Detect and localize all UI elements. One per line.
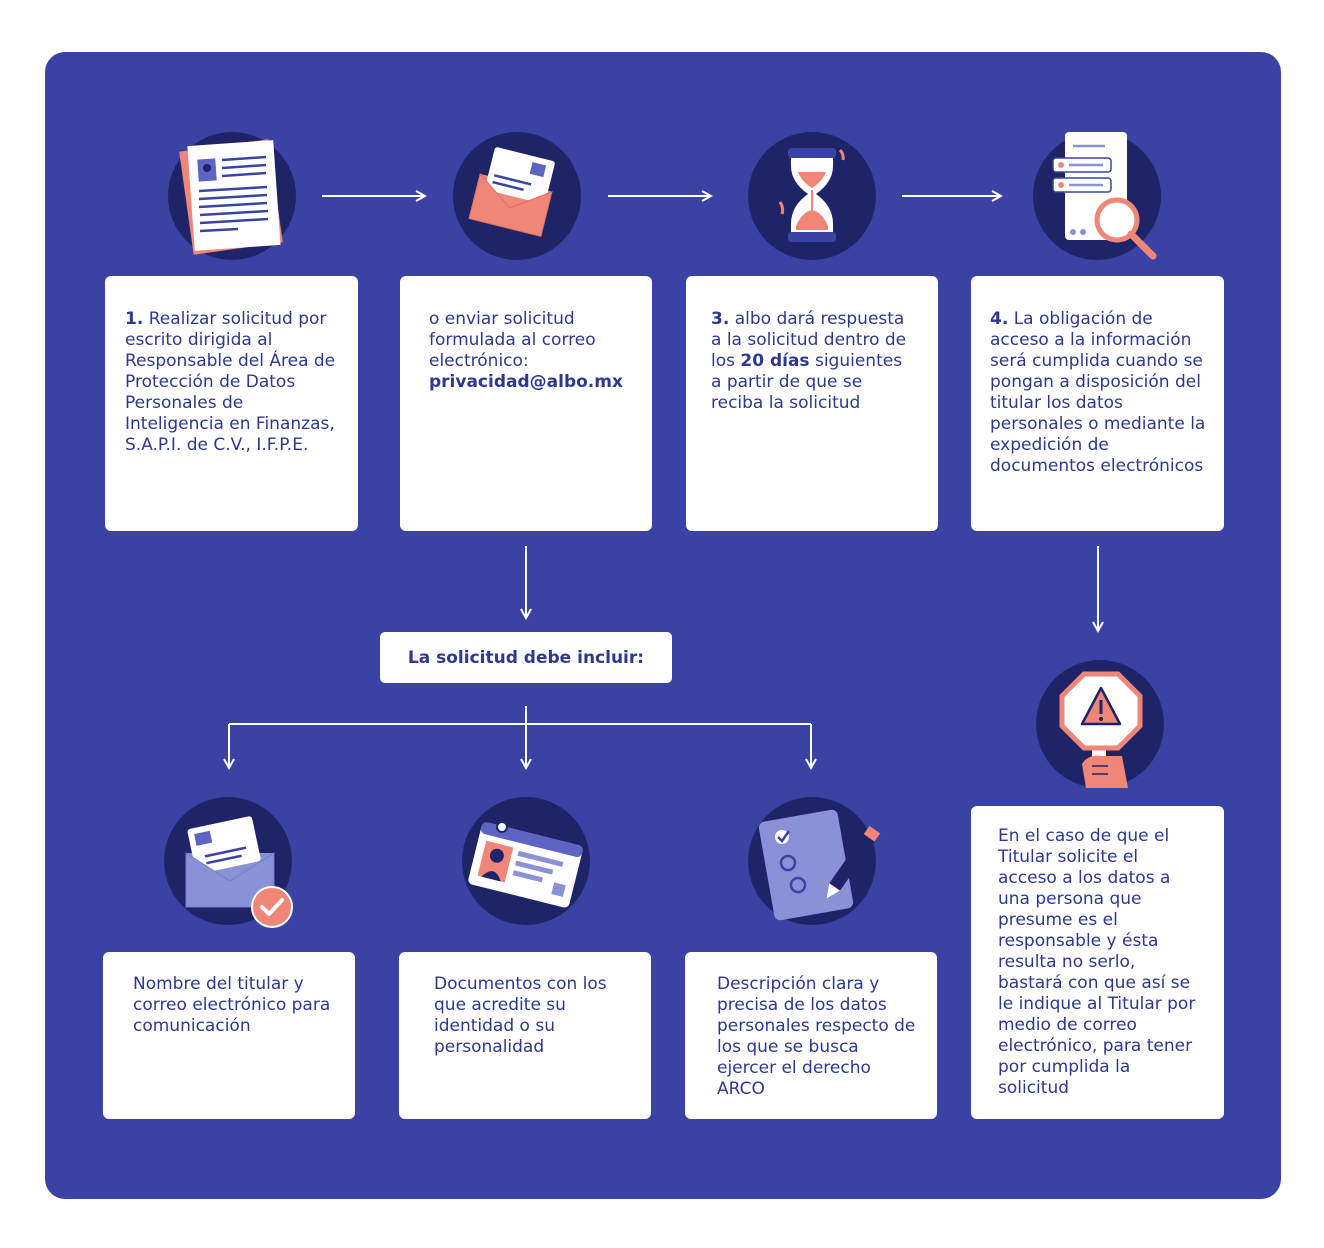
step3-card: 3. albo dará respuesta a la solicitud de… [686,276,938,531]
step4-text: 4. La obligación de acceso a la informac… [990,309,1206,476]
hourglass-icon [748,132,876,260]
step2-card: o enviar solicitud formulada al correo e… [400,276,652,531]
step1-text: 1. Realizar solicitud por escrito dirigi… [125,309,336,455]
step4-card: 4. La obligación de acceso a la informac… [971,276,1224,531]
requirement-name-email-card: Nombre del titular y correo electrónico … [103,952,355,1119]
warning-text: En el caso de que el Titular solicite el… [998,826,1196,1098]
requirement-documents-card: Documentos con los que acredite su ident… [399,952,651,1119]
requirement-description-text: Descripción clara y precisa de los datos… [717,974,916,1099]
checklist-icon [748,797,881,925]
document-icon [168,132,296,260]
warning-card: En el caso de que el Titular solicite el… [971,806,1224,1119]
step3-text: 3. albo dará respuesta a la solicitud de… [711,309,907,413]
envelope-check-icon [164,797,293,928]
requirement-name-email-text: Nombre del titular y correo electrónico … [133,974,331,1036]
step2-text: o enviar solicitud formulada al correo e… [429,309,596,371]
warning-sign-icon [1036,660,1164,788]
envelope-icon [453,132,581,260]
requirement-documents-text: Documentos con los que acredite su ident… [434,974,607,1057]
include-label: La solicitud debe incluir: [380,632,672,683]
search-document-icon [1033,132,1161,260]
requirement-description-card: Descripción clara y precisa de los datos… [685,952,937,1119]
step1-card: 1. Realizar solicitud por escrito dirigi… [105,276,358,531]
id-card-icon [462,797,590,925]
contact-email[interactable]: privacidad@albo.mx [429,372,623,392]
